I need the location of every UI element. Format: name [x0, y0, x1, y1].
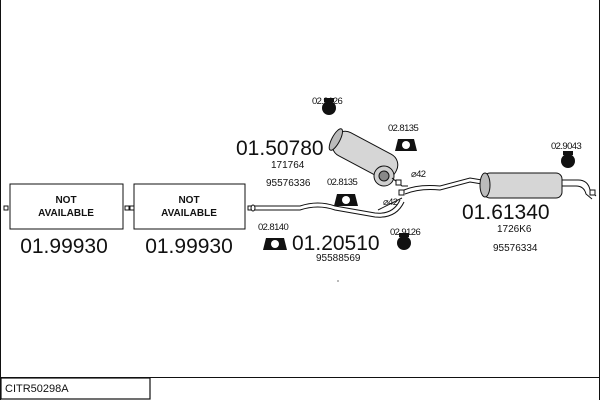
not-available-line2: AVAILABLE [38, 208, 94, 219]
not-available-part-1[interactable]: NOT AVAILABLE 01.99930 [3, 183, 130, 258]
front-pipe[interactable] [250, 197, 405, 218]
rubber-mount-icon[interactable] [395, 139, 417, 151]
part-number: 01.99930 [20, 235, 108, 258]
diagram-code-box: CITR50298A [0, 377, 151, 400]
dot-mark [337, 280, 339, 282]
mount-label: 02.9126 [390, 227, 420, 238]
mount-label: 02.8140 [258, 222, 288, 233]
part-number: 01.99930 [145, 235, 233, 258]
front-pipe-part-number: 01.20510 [292, 232, 380, 255]
mount-label: 02.8135 [388, 123, 418, 134]
mount-label: 02.8135 [327, 177, 357, 188]
middle-silencer-ref: 171764 [271, 160, 305, 171]
front-pipe-ref: 95588569 [316, 253, 361, 264]
diameter-label: ⌀42 [383, 197, 398, 208]
mount-label: 02.9043 [551, 141, 581, 152]
rear-silencer-part-number: 01.61340 [462, 201, 550, 224]
middle-silencer[interactable] [326, 126, 408, 187]
mount-label: 02.9126 [312, 96, 342, 107]
not-available-part-2[interactable]: NOT AVAILABLE 01.99930 [129, 183, 253, 258]
rear-pipe[interactable] [398, 177, 483, 196]
rubber-mount-icon[interactable] [397, 233, 411, 250]
not-available-line1: NOT [178, 195, 199, 206]
middle-silencer-ref: 95576336 [266, 178, 311, 189]
rubber-mount-icon[interactable] [263, 238, 287, 250]
not-available-line2: AVAILABLE [161, 208, 217, 219]
rear-silencer[interactable] [479, 172, 597, 200]
rubber-mount-icon[interactable] [334, 194, 358, 206]
middle-silencer-part-number: 01.50780 [236, 137, 324, 160]
rubber-mount-icon[interactable] [322, 98, 336, 115]
rear-silencer-ref: 95576334 [493, 243, 538, 254]
rubber-mount-icon[interactable] [561, 151, 575, 168]
not-available-line1: NOT [55, 195, 76, 206]
diagram-code: CITR50298A [5, 383, 69, 395]
diameter-label: ⌀42 [411, 169, 426, 180]
rear-silencer-ref: 1726K6 [497, 224, 532, 235]
